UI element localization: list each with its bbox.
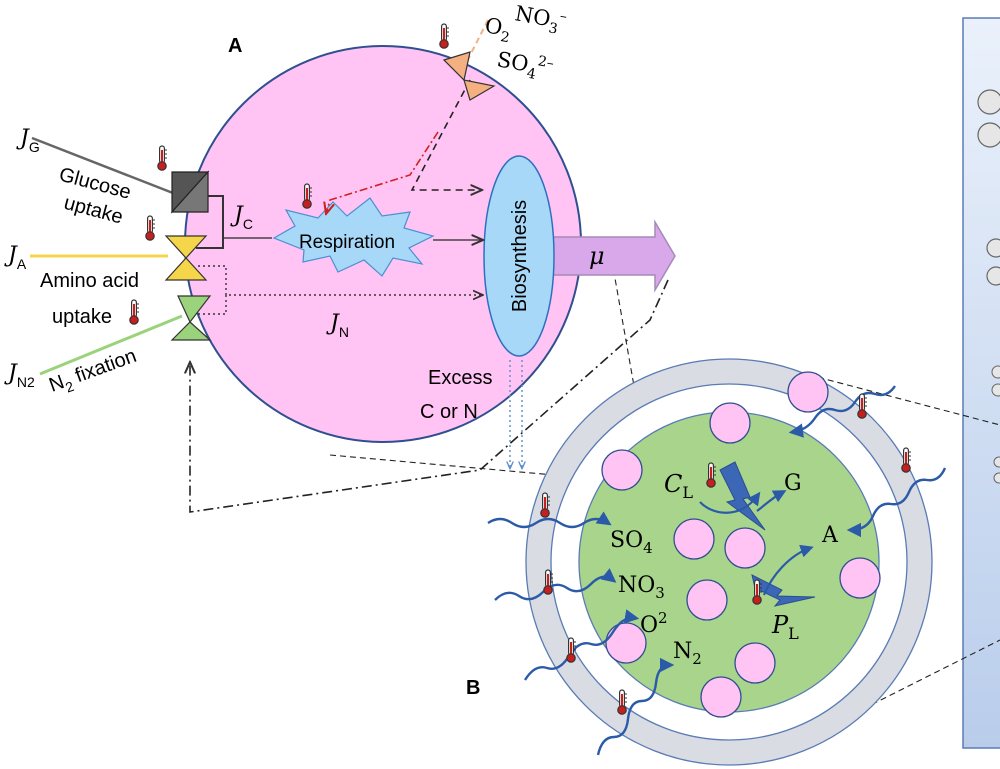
thermometer-icon <box>542 569 554 596</box>
biosynthesis-label: Biosynthesis <box>509 200 531 312</box>
thermometer-icon <box>438 23 450 50</box>
agg-pl-label: PL <box>771 611 799 643</box>
thermometer-icon <box>156 145 168 172</box>
agg-cl-label: CL <box>664 470 693 502</box>
respiration-node <box>272 197 435 277</box>
agg-no3-label: NO3 <box>618 573 665 602</box>
aggregate-panel: SO4 NO3 O2 N2 CL PL G A <box>487 358 947 766</box>
valve-icon <box>170 295 212 341</box>
thermometer-icon <box>705 462 717 489</box>
thermometer-icon <box>128 299 140 326</box>
valve-icon <box>170 170 210 214</box>
flux-carbon-label: JC <box>230 203 253 232</box>
agg-so4-label: SO4 <box>610 528 653 557</box>
thermometer-icon <box>616 689 628 716</box>
valve-icon <box>442 51 496 101</box>
right-panel <box>962 17 1000 749</box>
panel-a-label: A <box>228 35 242 57</box>
valve-icon <box>164 235 208 281</box>
agg-n2-label: N2 <box>673 639 702 668</box>
agg-o2-label: O2 <box>640 609 668 638</box>
thermometer-icon <box>301 183 313 210</box>
excess-label: Excess C or N <box>420 367 498 423</box>
flux-n2-label: JN2 <box>4 361 35 390</box>
panel-b-label: B <box>466 677 480 699</box>
oxidant-o2-label: O2 <box>482 13 513 46</box>
oxidant-no3-label: NO3– <box>512 0 568 38</box>
agg-a-label: A <box>821 523 839 548</box>
agg-g-label: G <box>784 471 802 496</box>
thermometer-icon <box>856 393 868 420</box>
growth-rate-label: μ <box>589 242 605 270</box>
oxidant-so4-label: SO42– <box>494 46 555 85</box>
biosynthesis-node <box>483 155 555 357</box>
flux-nitrogen-label: JN <box>326 311 349 340</box>
amino-uptake-label: Amino acid uptake <box>40 270 145 328</box>
thermometer-icon <box>539 492 551 519</box>
flux-amino-label: JA <box>4 243 27 272</box>
thermometer-icon <box>565 637 577 664</box>
thermometer-icon <box>144 215 156 242</box>
thermometer-icon <box>900 447 912 474</box>
growth-arrow <box>547 219 676 293</box>
flux-glucose-label: JG <box>16 126 40 155</box>
respiration-label: Respiration <box>299 232 395 253</box>
aggregate-cells <box>601 371 881 718</box>
thermometer-icon <box>751 579 763 606</box>
